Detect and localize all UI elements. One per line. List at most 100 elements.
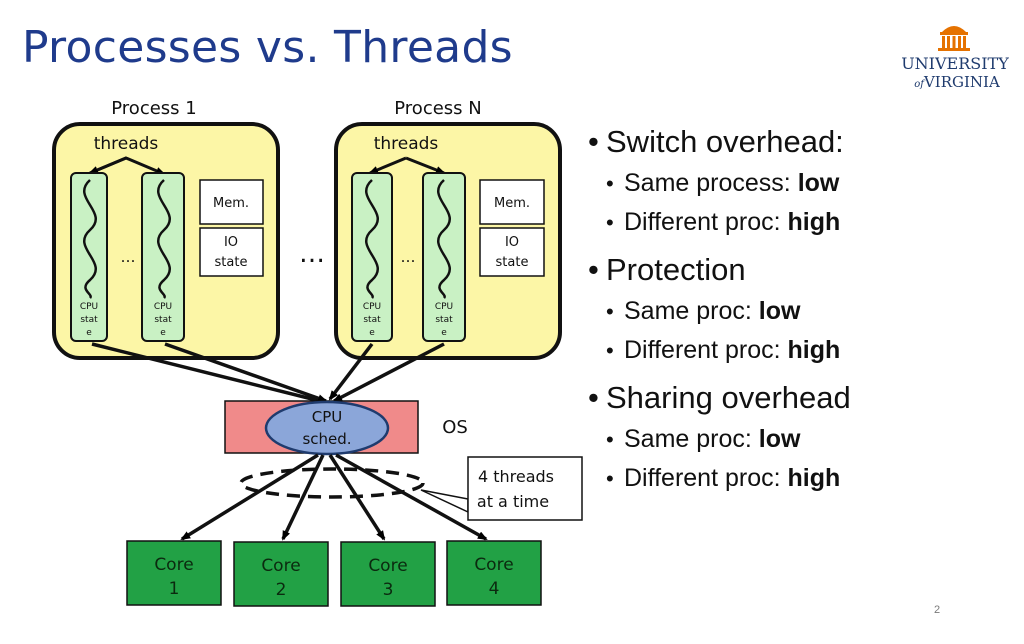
bullet-item: • Same process: low bbox=[588, 164, 1008, 203]
bullet-item-text: Different proc: bbox=[624, 336, 788, 364]
bullet-item-emphasis: high bbox=[787, 208, 841, 236]
process-n-io-state-box: IO state bbox=[479, 227, 545, 277]
process-1-thread-ellipsis: … bbox=[121, 248, 136, 266]
arrow-scheduler-to-core-3 bbox=[328, 454, 386, 541]
logo-virginia-line: ofVIRGINIA bbox=[896, 73, 1014, 91]
rotunda-icon bbox=[938, 26, 970, 51]
thread-n2-cpu-state-line3: e bbox=[441, 328, 447, 338]
university-logo: UNIVERSITY ofVIRGINIA bbox=[896, 16, 1014, 94]
bullet-item-emphasis: low bbox=[797, 169, 840, 197]
process-n-io-label-line2: state bbox=[496, 255, 529, 270]
bullet-heading-text: Protection bbox=[606, 252, 746, 287]
process-n-thread-1: CPU stat e bbox=[351, 172, 393, 342]
slide-title: Processes vs. Threads bbox=[22, 22, 513, 73]
process-n-thread-bracket bbox=[405, 156, 446, 175]
cpu-scheduler bbox=[264, 400, 390, 456]
bullet-list: •Switch overhead: •Same process: low •Di… bbox=[588, 120, 1008, 504]
process-n-label: Process N bbox=[394, 98, 481, 119]
bullet-protection: •Protection •Same proc: low •Different p… bbox=[588, 248, 1008, 370]
process-1-io-state-box: IO state bbox=[199, 227, 264, 277]
cpu-scheduler-label-line2: sched. bbox=[302, 430, 351, 448]
bullet-item-emphasis: high bbox=[787, 336, 841, 364]
thread-n1-cpu-state-line3: e bbox=[369, 328, 375, 338]
callout-pointer bbox=[420, 489, 469, 514]
core-4: Core 4 bbox=[446, 540, 542, 606]
logo-virginia-text: VIRGINIA bbox=[923, 73, 1000, 91]
process-1-threads-label: threads bbox=[94, 134, 159, 154]
logo-of-text: of bbox=[914, 79, 924, 90]
core-2-number: 2 bbox=[276, 580, 287, 600]
callout-line1: 4 threads bbox=[478, 467, 554, 486]
core-3-number: 3 bbox=[383, 580, 394, 600]
bullet-heading-text: Sharing overhead bbox=[606, 380, 851, 415]
bullet-heading: •Protection bbox=[588, 248, 1008, 292]
callout-line2: at a time bbox=[477, 492, 549, 511]
bullet-dot: • bbox=[606, 299, 614, 324]
four-threads-ellipse bbox=[239, 467, 425, 499]
bullet-item: • Different proc: high bbox=[588, 331, 1008, 370]
thread-2-cpu-state-line1: CPU bbox=[154, 302, 172, 312]
bullet-dot: • bbox=[606, 171, 614, 196]
arrow-scheduler-to-core-4 bbox=[335, 453, 488, 541]
bullet-item-text: Different proc: bbox=[624, 208, 788, 236]
core-1-label: Core bbox=[154, 555, 193, 575]
bullet-heading: •Sharing overhead bbox=[588, 376, 1008, 420]
process-1-io-label-line2: state bbox=[215, 255, 248, 270]
arrow-thread-1-to-scheduler bbox=[91, 342, 326, 404]
core-2-label: Core bbox=[261, 556, 300, 576]
process-n-memory-label: Mem. bbox=[494, 196, 530, 211]
arrow-scheduler-to-core-1 bbox=[180, 453, 319, 541]
bullet-item-text: Same proc: bbox=[624, 297, 759, 325]
bullet-dot: • bbox=[588, 380, 599, 415]
logo-university-text: UNIVERSITY bbox=[901, 54, 1009, 73]
bullet-heading-text: Switch overhead: bbox=[606, 124, 844, 159]
core-4-number: 4 bbox=[489, 579, 500, 599]
arrow-thread-2-to-scheduler bbox=[164, 342, 328, 403]
thread-1-cpu-state-line1: CPU bbox=[80, 302, 98, 312]
process-n-thread-bracket-left bbox=[368, 156, 407, 175]
thread-n1-cpu-state-line2: stat bbox=[363, 315, 381, 325]
thread-1-cpu-state-line2: stat bbox=[80, 315, 98, 325]
bullet-item-emphasis: high bbox=[787, 464, 841, 492]
core-3: Core 3 bbox=[340, 541, 436, 607]
bullet-item-emphasis: low bbox=[758, 297, 801, 325]
os-label: OS bbox=[442, 417, 468, 438]
arrow-thread-n2-to-scheduler bbox=[332, 342, 445, 403]
bullet-switch-overhead: •Switch overhead: •Same process: low •Di… bbox=[588, 120, 1008, 242]
thread-n2-cpu-state-line2: stat bbox=[435, 315, 453, 325]
process-1-io-label-line1: IO bbox=[224, 235, 238, 250]
bullet-dot: • bbox=[606, 427, 614, 452]
bullet-item-emphasis: low bbox=[758, 425, 801, 453]
bullet-dot: • bbox=[606, 338, 614, 363]
core-4-label: Core bbox=[474, 555, 513, 575]
core-1: Core 1 bbox=[126, 540, 222, 606]
core-3-label: Core bbox=[368, 556, 407, 576]
process-1-thread-bracket-left bbox=[88, 156, 127, 175]
process-1-memory-box: Mem. bbox=[199, 179, 264, 225]
bullet-item-text: Same process: bbox=[624, 169, 798, 197]
arrow-scheduler-to-core-2 bbox=[281, 454, 325, 541]
process-ellipsis: … bbox=[299, 239, 325, 269]
process-n-thread-2: CPU stat e bbox=[422, 172, 466, 342]
thread-n2-cpu-state-line1: CPU bbox=[435, 302, 453, 312]
thread-1-cpu-state-line3: e bbox=[86, 328, 92, 338]
bullet-dot: • bbox=[588, 252, 599, 287]
process-n-threads-label: threads bbox=[374, 134, 439, 154]
bullet-dot: • bbox=[606, 210, 614, 235]
arrow-thread-n1-to-scheduler bbox=[328, 342, 374, 401]
cpu-scheduler-label-line1: CPU bbox=[312, 408, 343, 426]
bullet-item: •Different proc: high bbox=[588, 459, 1008, 498]
bullet-dot: • bbox=[588, 124, 599, 159]
process-n-io-label-line1: IO bbox=[505, 235, 519, 250]
process-1-thread-2: CPU stat e bbox=[141, 172, 185, 342]
thread-n1-cpu-state-line1: CPU bbox=[363, 302, 381, 312]
process-1-label: Process 1 bbox=[111, 98, 196, 119]
thread-2-cpu-state-line2: stat bbox=[154, 315, 172, 325]
bullet-item-text: Different proc: bbox=[624, 464, 788, 492]
bullet-heading: •Switch overhead: bbox=[588, 120, 1008, 164]
callout-box bbox=[467, 456, 583, 521]
thread-2-cpu-state-line3: e bbox=[160, 328, 166, 338]
bullet-item: • Same proc: low bbox=[588, 420, 1008, 459]
bullet-item-text: Same proc: bbox=[624, 425, 759, 453]
